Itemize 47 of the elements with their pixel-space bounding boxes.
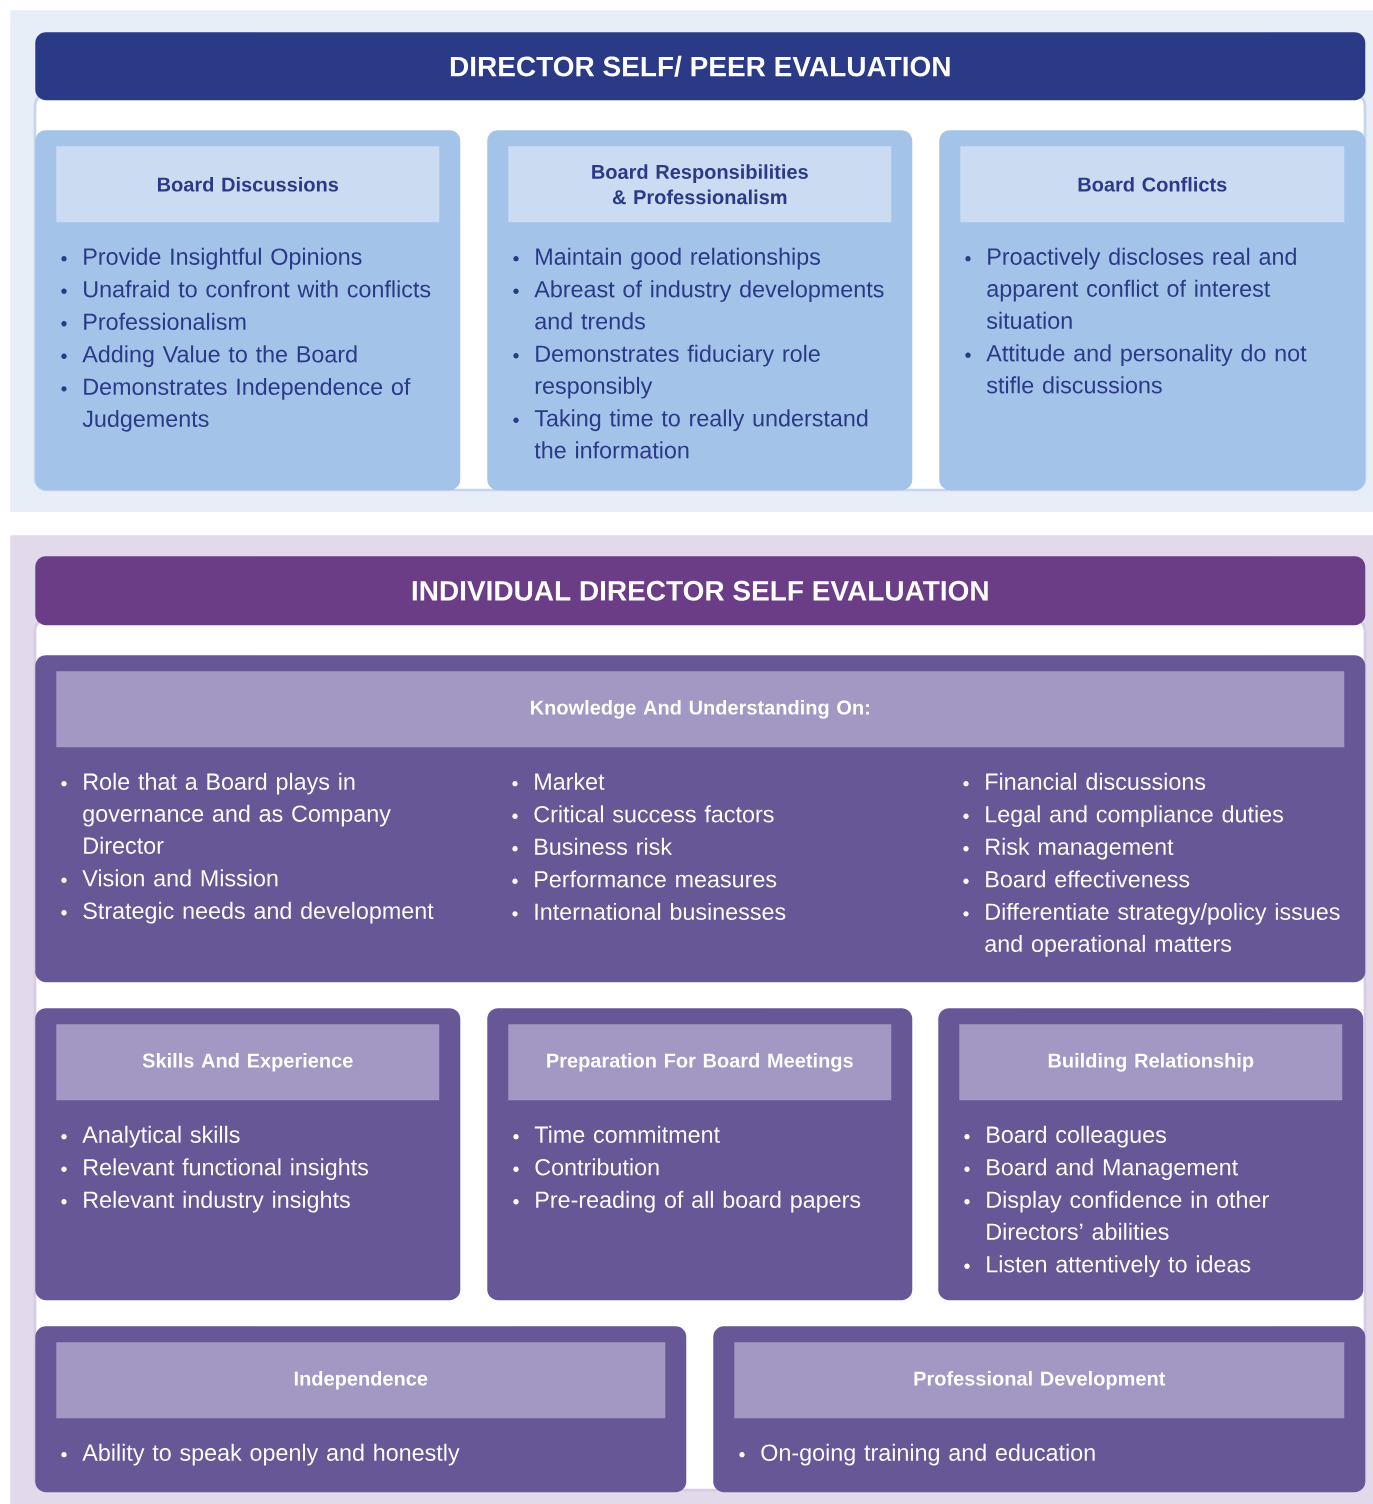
bullet-item: International businesses [512, 902, 786, 921]
bullet-item: Abreast of industry developments and trends [513, 280, 884, 330]
bullet-item: Unafraid to confront with conflicts [61, 280, 431, 298]
heading-box: Skills And Experience [56, 1024, 440, 1101]
bullet-item: Performance measures [512, 870, 777, 888]
bullet-item: On-going training and education [739, 1443, 1095, 1466]
heading-box: Preparation For Board Meetings [508, 1024, 892, 1101]
bullet-item: Legal and compliance duties [963, 805, 1283, 828]
bullet-item: Relevant industry insights [61, 1190, 350, 1213]
bullet-item: Attitude and personality do not stifle discussions [965, 344, 1307, 394]
bullet-item: Ability to speak openly and honestly [61, 1443, 460, 1466]
header-bar: DIRECTOR SELF/ PEER EVALUATION [35, 32, 1366, 101]
bullet-item: Listen attentively to ideas [964, 1255, 1251, 1278]
bullet-item: Strategic needs and development [61, 901, 434, 924]
heading-box: Independence [56, 1342, 666, 1419]
bullet-item: Maintain good relationships [513, 247, 820, 270]
bullet-item: Contribution [513, 1158, 659, 1176]
bullet-item: Board effectiveness [963, 870, 1190, 888]
bullet-item: Board and Management [964, 1158, 1238, 1181]
bullet-item: Critical success factors [512, 805, 774, 823]
bullet-item: Financial discussions [963, 772, 1206, 790]
bullet-item: Demonstrates Independence of Judgements [61, 377, 411, 432]
bullet-item: Market [512, 772, 605, 790]
bullet-item: Business risk [512, 837, 673, 855]
bullet-item: Relevant functional insights [61, 1158, 368, 1181]
bullet-item: Display confidence in other Directors’ abilities [964, 1190, 1269, 1240]
heading-box: Building Relationship [959, 1024, 1343, 1101]
header-bar: INDIVIDUAL DIRECTOR SELF EVALUATION [35, 556, 1366, 626]
heading-box: Knowledge And Understanding On: [56, 671, 1345, 748]
heading-box: Professional Development [734, 1342, 1345, 1419]
bullet-item: Proactively discloses real and apparent conflict of interest situation [965, 247, 1296, 329]
bullet-item: Time commitment [513, 1125, 720, 1143]
heading-box: Board Discussions [56, 146, 440, 223]
heading-box: Board Conflicts [960, 146, 1345, 223]
bullet-item: Board colleagues [964, 1125, 1166, 1148]
bullet-item: Taking time to really understand the information [513, 409, 868, 459]
bullet-item: Risk management [963, 837, 1174, 860]
bullet-item: Adding Value to the Board [61, 345, 357, 368]
bullet-item: Differentiate strategy/policy issues and operational matters [963, 902, 1340, 957]
bullet-item: Demonstrates fiduciary role responsibly [513, 344, 820, 399]
bullet-item: Professionalism [61, 312, 246, 330]
bullet-item: Pre-reading of all board papers [513, 1190, 861, 1213]
bullet-item: Role that a Board plays in governance and as Company Director [61, 772, 391, 854]
bullet-item: Analytical skills [61, 1125, 240, 1148]
bullet-item: Vision and Mission [61, 869, 278, 887]
bullet-item: Provide Insightful Opinions [61, 247, 362, 270]
heading-box: Board Responsibilities & Professionalism [508, 146, 892, 223]
